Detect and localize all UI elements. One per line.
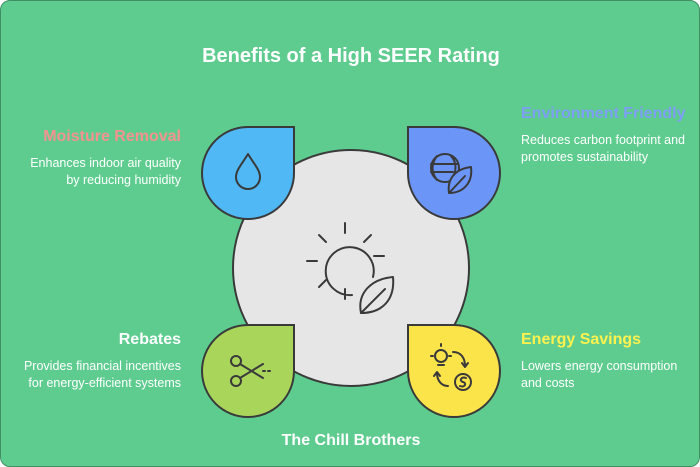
environment-description: Reduces carbon footprint and promotes su… <box>521 133 685 164</box>
rebates-shape <box>201 324 295 418</box>
environment-block: Environment Friendly Reduces carbon foot… <box>521 104 691 165</box>
scissors-icon <box>230 355 274 387</box>
sun-leaf-icon <box>306 222 395 314</box>
energy-description: Lowers energy consumption and costs <box>521 359 678 390</box>
energy-block: Energy Savings Lowers energy consumption… <box>521 330 691 391</box>
rebates-block: Rebates Provides financial incentives fo… <box>19 330 181 391</box>
rebates-label: Rebates <box>118 331 181 348</box>
environment-label: Environment Friendly <box>521 105 686 122</box>
rebates-description: Provides financial incentives for energy… <box>23 359 181 390</box>
globe-leaf-icon <box>430 153 473 194</box>
energy-label: Energy Savings <box>521 331 642 348</box>
moisture-label: Moisture Removal <box>43 128 181 145</box>
energy-shape <box>407 324 501 418</box>
droplet-icon <box>235 153 261 190</box>
footer-brand: The Chill Brothers <box>281 432 421 449</box>
bulb-dollar-cycle-icon <box>430 343 472 391</box>
page-title: Benefits of a High SEER Rating <box>202 45 500 67</box>
moisture-shape <box>201 126 295 220</box>
moisture-block: Moisture Removal Enhances indoor air qua… <box>19 127 181 188</box>
moisture-description: Enhances indoor air quality by reducing … <box>30 156 181 187</box>
